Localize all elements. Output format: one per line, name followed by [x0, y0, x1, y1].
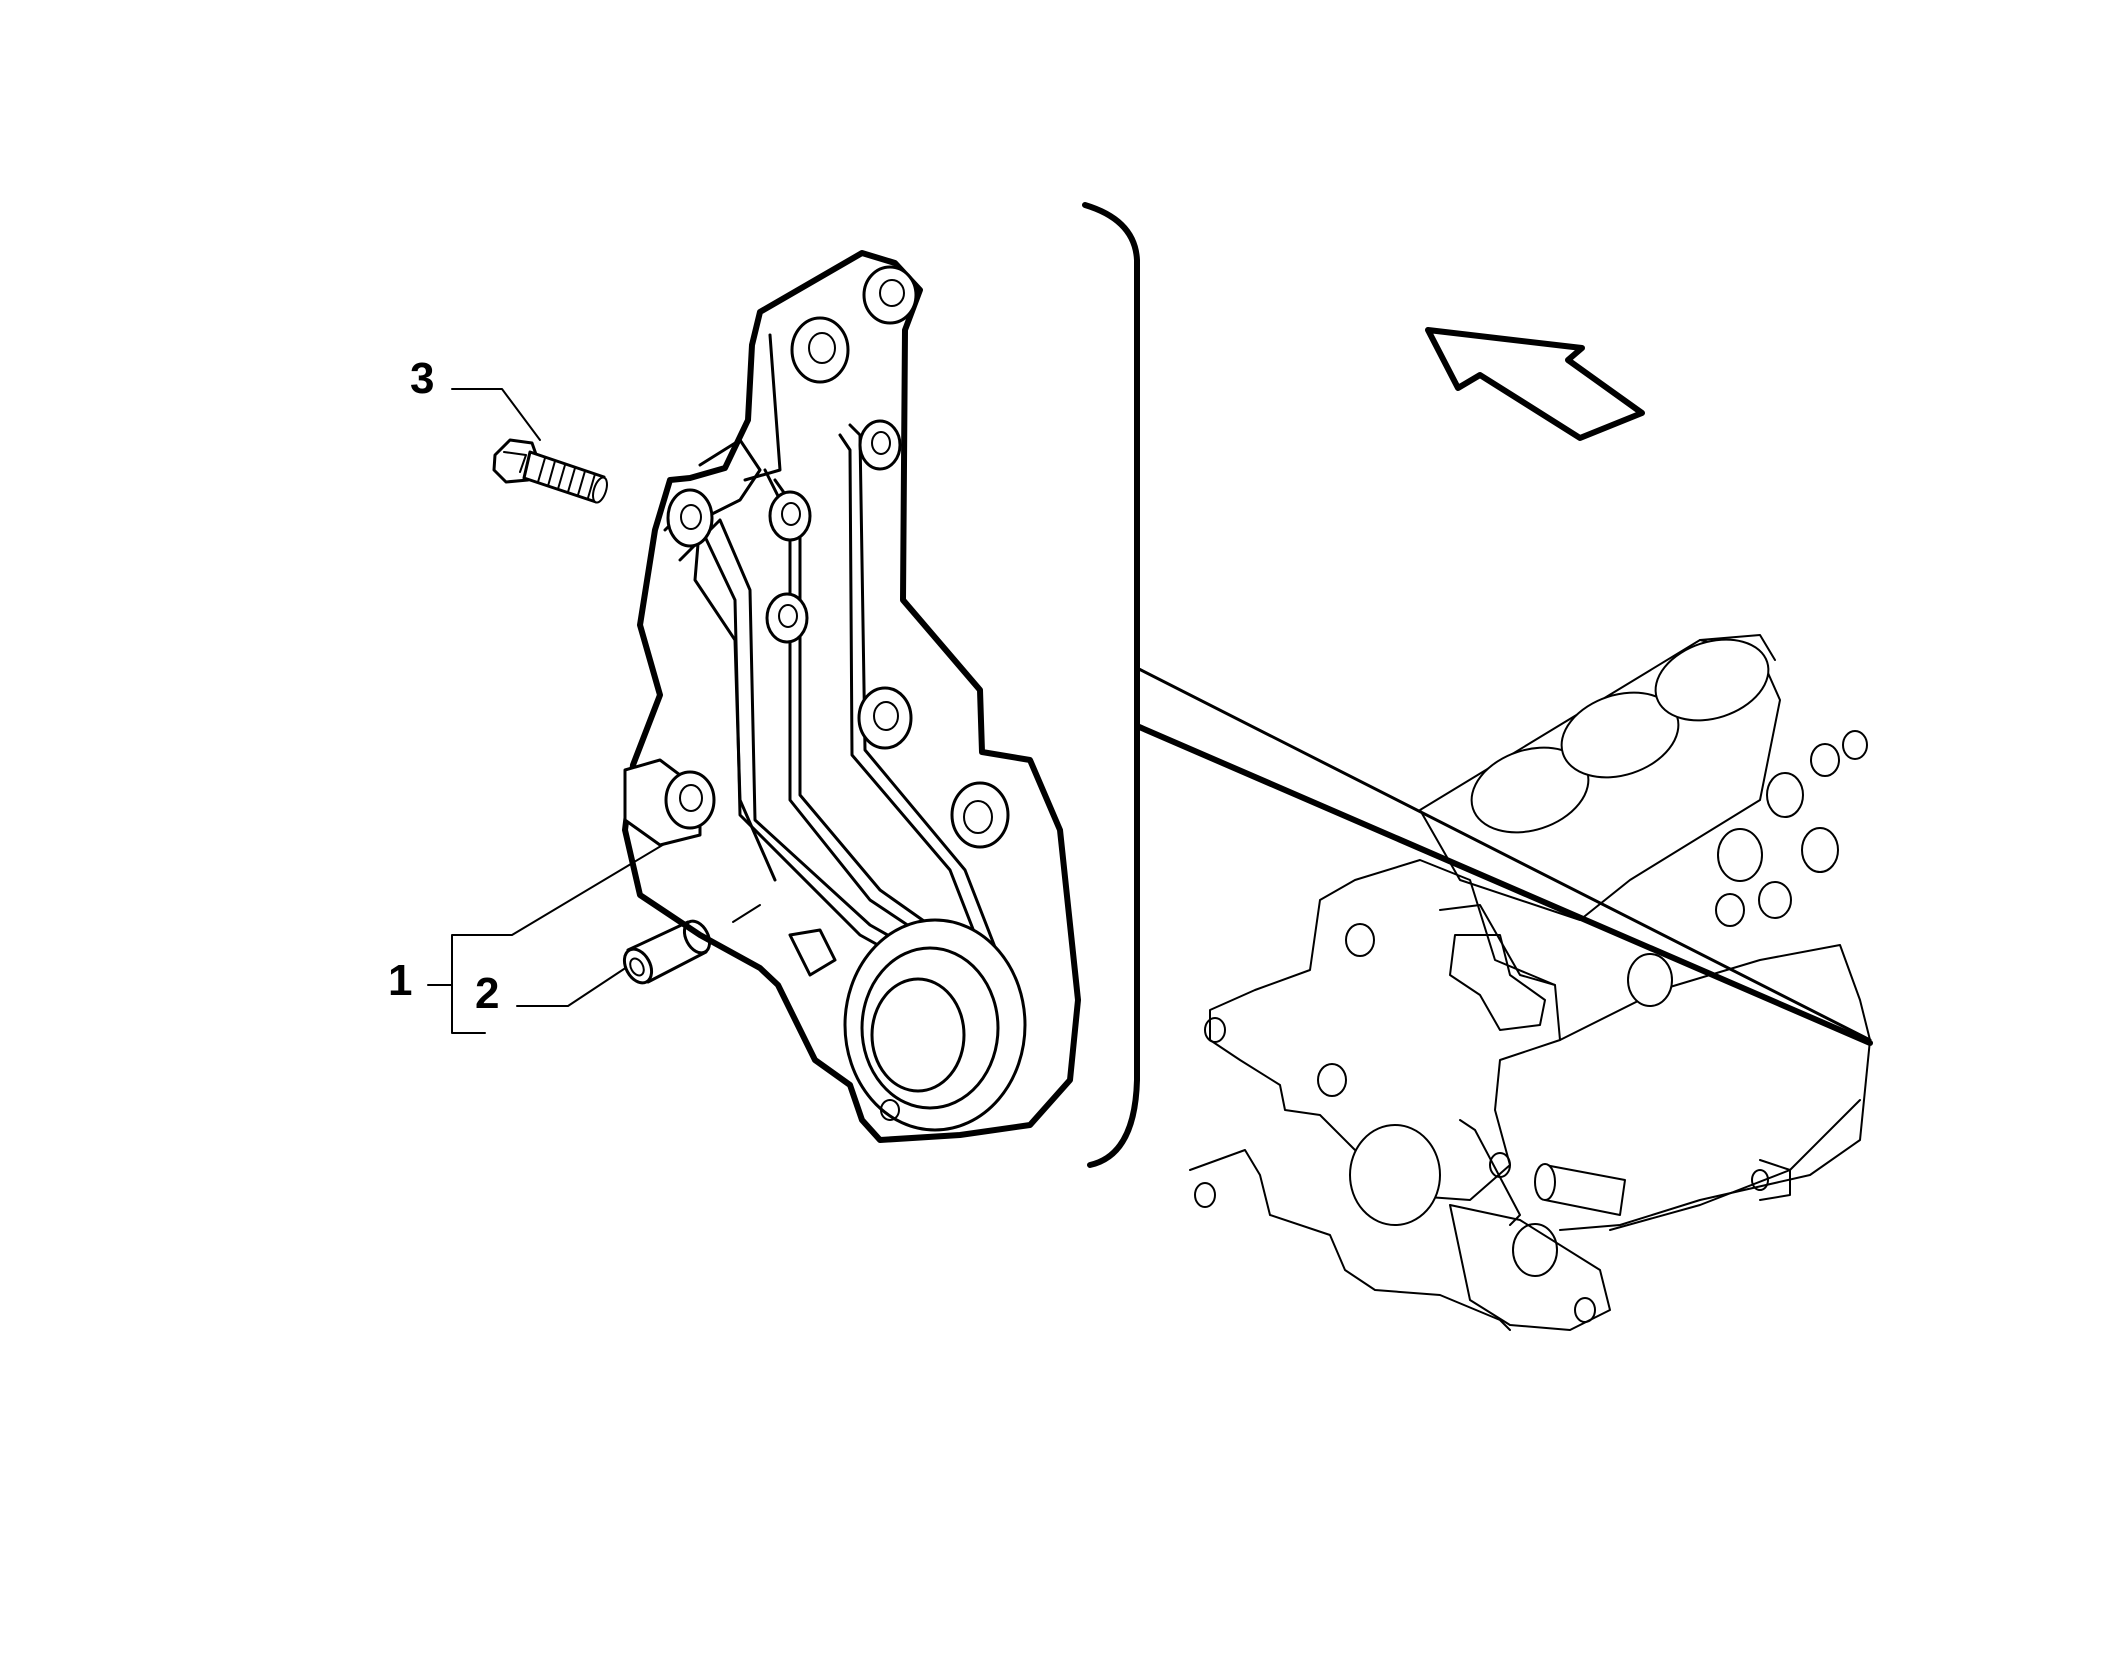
direction-arrow-icon: [1425, 327, 1645, 441]
engine-front-port-2: [1317, 1063, 1347, 1097]
engine-rear-tab: [1759, 1159, 1791, 1201]
cover-side-boss: [950, 781, 1010, 849]
cover-right-hole: [871, 431, 891, 455]
callout-3-leader: [451, 388, 541, 441]
engine-side-boss-2: [1717, 828, 1763, 882]
bolt-head-face: [503, 451, 527, 473]
callout-3[interactable]: 3: [410, 354, 541, 441]
engine-dowel-end: [1534, 1163, 1556, 1201]
callout-2[interactable]: 2: [475, 964, 631, 1018]
detail-separator: [1082, 202, 1140, 1168]
engine-front-port-1: [1345, 923, 1375, 957]
cover-center-boss: [857, 686, 913, 750]
cover-bearing-inner: [870, 977, 966, 1093]
engine-flange-hole-1: [1194, 1182, 1216, 1208]
cover-bottom-hole: [880, 1099, 900, 1121]
cover-left-hole: [680, 504, 702, 530]
callout-1-label: 1: [388, 956, 412, 1005]
dowel-near-end: [622, 947, 654, 985]
engine-flange-hole-2: [1574, 1297, 1596, 1323]
engine-rear-hole: [1751, 1169, 1769, 1191]
bolt-part[interactable]: [492, 438, 610, 504]
callout-3-label: 3: [410, 354, 434, 403]
dowel-bore: [629, 957, 645, 977]
cover-bottom-tab: [788, 928, 837, 977]
engine-timing-bore: [1349, 1124, 1441, 1226]
cover-rib-g: [848, 423, 1002, 962]
engine-bracket: [1449, 934, 1546, 1031]
engine-cylinder-3: [1654, 638, 1770, 722]
cover-top-hole: [879, 279, 905, 307]
engine-side-boss-8: [1842, 730, 1868, 760]
cover-side-hole: [963, 800, 993, 834]
engine-bracket-arm: [1459, 1119, 1521, 1226]
engine-front-rib: [1439, 904, 1556, 986]
engine-side-boss-5: [1758, 881, 1792, 919]
bolt-tip: [592, 476, 608, 504]
cover-bearing-mid: [860, 946, 1000, 1110]
engine-side-wall: [1559, 944, 1871, 1231]
engine-side-boss-7: [1810, 743, 1840, 777]
engine-front-hole: [1204, 1017, 1226, 1043]
dowel-part[interactable]: [619, 904, 761, 988]
cover-upper-hole: [808, 332, 836, 364]
engine-side-boss-6: [1715, 893, 1745, 927]
bolt-shank: [522, 450, 606, 504]
engine-bottom-boss: [1512, 1223, 1558, 1277]
callout-1-bracket: [451, 836, 677, 1034]
engine-side-boss-4: [1801, 827, 1839, 873]
cover-mid-boss-2: [765, 592, 809, 644]
cover-plate-part[interactable]: [622, 250, 1081, 1143]
engine-skirt-line: [1609, 1099, 1861, 1231]
engine-dowel: [1544, 1164, 1626, 1216]
detail-pointer-top: [1135, 666, 1872, 1042]
cover-rib-d: [678, 518, 960, 977]
cover-outline: [622, 250, 1081, 1143]
cover-mid-boss-1: [768, 490, 812, 542]
callout-2-label: 2: [475, 969, 499, 1018]
cover-lower-hole: [679, 784, 703, 812]
cover-mid-hole-1: [781, 502, 801, 526]
cover-right-boss: [858, 419, 902, 471]
engine-deck-edge: [1699, 634, 1776, 661]
callout-1[interactable]: 1: [388, 836, 677, 1034]
cover-lower-boss: [664, 770, 716, 830]
cover-mid-hole-2: [778, 604, 798, 628]
cover-center-hole: [873, 701, 899, 731]
cover-rib-c: [663, 503, 952, 987]
engine-lower-flange: [1189, 1149, 1511, 1331]
callout-2-leader: [516, 964, 631, 1007]
detail-pointer-bottom: [1134, 723, 1873, 1046]
engine-side-boss-1: [1627, 953, 1673, 1007]
cover-rib-h: [838, 433, 987, 962]
bolt-thread: [537, 457, 596, 499]
engine-block-context: [1189, 634, 1871, 1331]
cover-left-boss: [666, 488, 714, 548]
cover-top-boss: [862, 265, 918, 325]
cover-upper-boss: [790, 316, 850, 384]
dowel-axis-dash: [732, 904, 761, 923]
engine-side-boss-3: [1766, 772, 1804, 818]
